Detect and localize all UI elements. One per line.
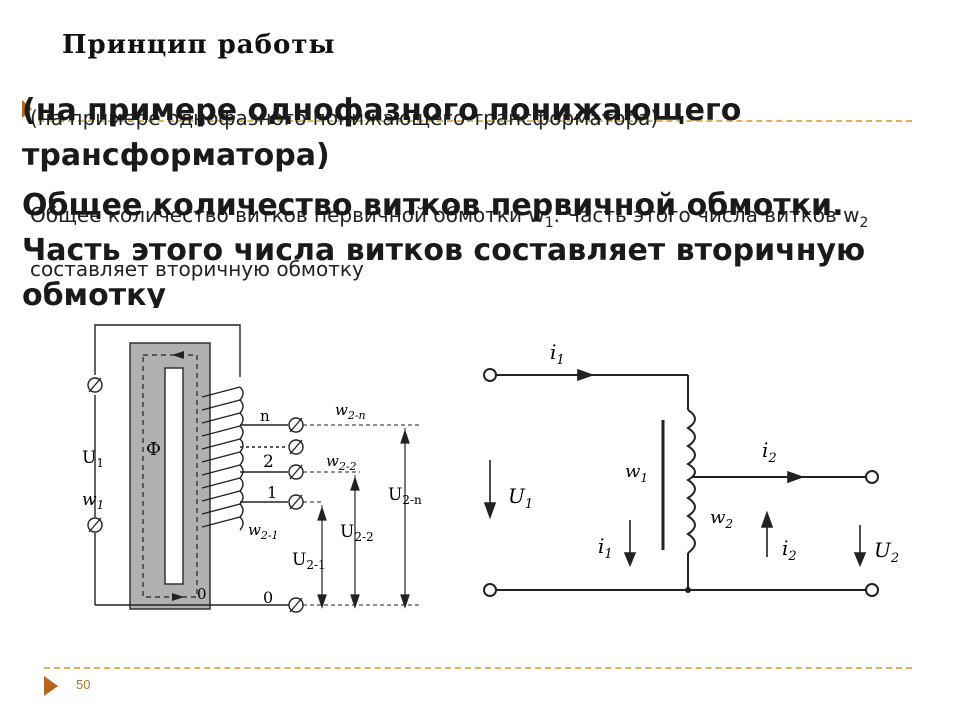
core-window: [164, 367, 184, 585]
body-small: Общее количество витков первичной обмотк…: [30, 192, 930, 292]
terminal-out-bottom[interactable]: [865, 583, 879, 597]
w2-label-right: w2: [710, 507, 733, 531]
i2-up-arrowhead-icon: [760, 510, 774, 528]
bullet-marker-icon: [22, 100, 32, 118]
i2-bottom-label: i2: [782, 536, 797, 564]
w21-label: w2-1: [248, 521, 279, 542]
subtitle-large-text: (на примере однофазного понижающего тран…: [22, 93, 742, 173]
output-terminal-n[interactable]: [288, 417, 304, 433]
input-terminal-bottom[interactable]: [87, 517, 103, 533]
terminal-circles: [483, 368, 879, 597]
output-terminal-1[interactable]: [288, 494, 304, 510]
terminal-in-top[interactable]: [483, 368, 497, 382]
u1-label-right: U1: [508, 484, 533, 512]
junction-dot: [685, 587, 691, 593]
tap-n-label: n: [260, 407, 270, 425]
subtitle-large: (на примере однофазного понижающего тран…: [22, 88, 922, 178]
i1-top-label: i1: [550, 340, 565, 368]
body-small-b: . Часть этого числа витков w: [553, 203, 860, 227]
flux-arrow-bottom-icon: [172, 593, 184, 601]
primary-lead: [94, 324, 241, 377]
autotransformer-diagram: Ф U1 w1 n 2 1 0 0: [82, 324, 422, 613]
coil-winding: [201, 386, 244, 531]
i2-right-label: i2: [762, 438, 777, 466]
body-large-text: Общее количество витков первичной обмотк…: [22, 188, 866, 308]
flux-label: Ф: [146, 439, 161, 460]
w22-label: w2-2: [326, 452, 357, 473]
output-terminal-mid[interactable]: [288, 439, 304, 455]
header-divider: [28, 120, 912, 122]
slide-title: Принцип работы: [62, 30, 336, 60]
tap-2-label: 2: [263, 452, 274, 472]
u21-label: U2-1: [292, 550, 326, 572]
u1-label: U1: [82, 448, 104, 470]
input-terminal-top[interactable]: [87, 377, 103, 393]
i2-right-arrowhead-icon: [787, 470, 805, 484]
w2n-label: w2-n: [335, 401, 366, 422]
subtitle-small: (на примере однофазного понижающего тран…: [30, 95, 930, 141]
u2n-label: U2-n: [388, 485, 422, 507]
body-small-sub2: 2: [859, 215, 869, 231]
terminal-in-bottom[interactable]: [483, 583, 497, 597]
transformer-schematic: i1 U1 w1 w2 i1 i2 i2 U2: [483, 340, 899, 597]
w1-label-right: w1: [625, 461, 648, 485]
u1-arrowhead-icon: [483, 502, 497, 520]
body-small-sub1: 1: [544, 215, 554, 231]
subtitle-small-text: (на примере однофазного понижающего тран…: [30, 106, 659, 130]
output-terminal-2[interactable]: [288, 464, 304, 480]
page-number: 50: [76, 677, 91, 692]
flux-path: [142, 354, 198, 598]
terminal-out-top[interactable]: [865, 470, 879, 484]
footer-divider: [44, 667, 912, 669]
tap-1-label: 1: [267, 483, 277, 502]
w1-label: w1: [82, 490, 104, 512]
i1-bottom-label: i1: [598, 534, 613, 562]
footer-arrow-icon: [44, 676, 58, 696]
body-small-a: Общее количество витков первичной обмотк…: [30, 203, 545, 227]
i1-bottom-arrowhead-icon: [623, 552, 637, 568]
u2-arrowhead-icon: [853, 552, 867, 568]
flux-arrow-top-icon: [172, 351, 184, 359]
body-large: Общее количество витков первичной обмотк…: [22, 183, 922, 308]
body-small-c: составляет вторичную обмотку: [30, 257, 364, 281]
core-zero-label: 0: [197, 585, 207, 603]
voltage-arrows: [317, 429, 410, 609]
u2-label-right: U2: [874, 538, 899, 566]
u22-label: U2-2: [340, 522, 374, 544]
output-terminal-0[interactable]: [288, 597, 304, 613]
transformer-coil: [686, 409, 696, 554]
i1-top-arrowhead-icon: [577, 368, 595, 382]
tap-0-label: 0: [263, 588, 273, 607]
